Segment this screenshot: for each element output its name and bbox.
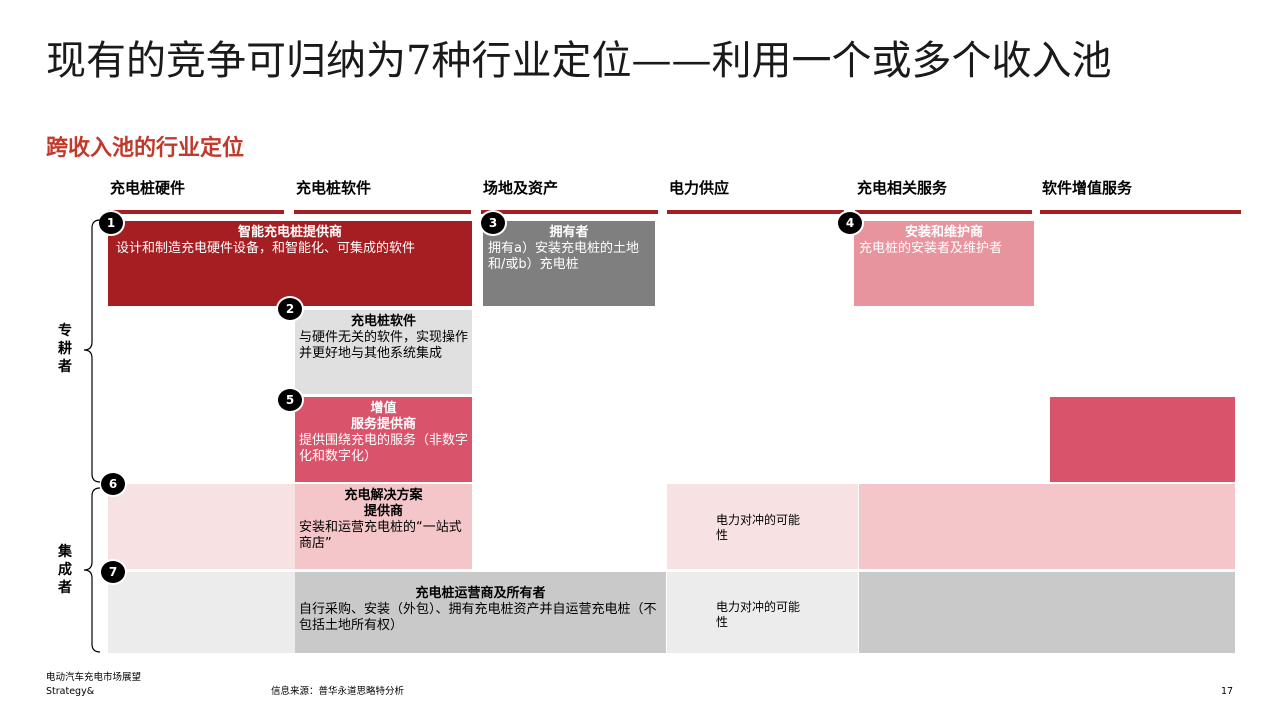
role-number-badge-4: 4 — [838, 212, 862, 234]
role-number-badge-7: 7 — [101, 561, 125, 583]
role-title-6: 充电解决方案 提供商 — [344, 488, 423, 519]
role-desc-3: 拥有a）安装充电桩的土地和/或b）充电桩 — [488, 241, 639, 272]
column-header-software: 充电桩软件 — [296, 179, 372, 197]
page-title: 现有的竞争可归纳为7种行业定位——利用一个或多个收入池 — [46, 38, 1112, 84]
role-desc-5: 提供围绕充电的服务（非数字化和数字化） — [299, 433, 469, 464]
integrator-band-6 — [667, 484, 858, 569]
role-box-7: 充电桩运营商及所有者 自行采购、安装（外包）、拥有充电桩资产并自运营充电桩（不包… — [295, 572, 666, 653]
column-divider — [481, 210, 658, 214]
integrator-band-7 — [667, 572, 858, 653]
column-header-charging-services: 充电相关服务 — [857, 179, 948, 197]
role-title-2: 充电桩软件 — [350, 314, 416, 329]
role-title-5: 增值 服务提供商 — [350, 401, 416, 432]
role-box-1: 智能充电桩提供商 设计和制造充电硬件设备，和智能化、可集成的软件 — [108, 221, 472, 306]
group-label-specialist: 专 耕 者 — [58, 323, 72, 375]
column-divider — [667, 210, 844, 214]
power-hedge-label: 电力对冲的可能性 — [716, 513, 801, 542]
column-header-power-supply: 电力供应 — [669, 179, 730, 197]
footer-report-name: 电动汽车充电市场展望 — [46, 672, 142, 683]
footer-brand: Strategy& — [46, 686, 95, 697]
column-divider — [1040, 210, 1241, 214]
page-number: 17 — [1221, 686, 1234, 697]
role-desc-2: 与硬件无关的软件，实现操作并更好地与其他系统集成 — [299, 330, 469, 361]
column-header-hardware: 充电桩硬件 — [110, 179, 186, 197]
role-box-6: 充电解决方案 提供商 安装和运营充电桩的“一站式商店” — [295, 484, 472, 569]
role-title-3: 拥有者 — [549, 225, 589, 240]
role-desc-6: 安装和运营充电桩的“一站式商店” — [299, 520, 462, 551]
role-box-4: 安装和维护商 充电桩的安装者及维护者 — [854, 221, 1034, 306]
integrator-band-6 — [108, 484, 295, 569]
column-header-software-value-added: 软件增值服务 — [1042, 179, 1133, 197]
section-subtitle: 跨收入池的行业定位 — [46, 136, 245, 161]
role-number-badge-5: 5 — [278, 389, 302, 411]
software-value-added-cell — [1050, 397, 1235, 482]
column-divider — [294, 210, 471, 214]
role-box-5: 增值 服务提供商 提供围绕充电的服务（非数字化和数字化） — [295, 397, 472, 482]
role-desc-7: 自行采购、安装（外包）、拥有充电桩资产并自运营充电桩（不包括土地所有权） — [299, 602, 657, 633]
column-divider — [108, 210, 284, 214]
power-hedge-label: 电力对冲的可能性 — [716, 600, 801, 629]
role-title-7: 充电桩运营商及所有者 — [415, 586, 546, 601]
group-label-integrator: 集 成 者 — [58, 544, 72, 596]
column-divider — [855, 210, 1032, 214]
column-header-site-assets: 场地及资产 — [483, 179, 559, 197]
role-number-badge-6: 6 — [101, 473, 125, 495]
specialist-bracket — [83, 219, 101, 483]
role-box-3: 拥有者 拥有a）安装充电桩的土地和/或b）充电桩 — [483, 221, 655, 306]
integrator-band-6 — [859, 484, 1235, 569]
integrator-bracket — [83, 487, 101, 653]
role-desc-1: 设计和制造充电硬件设备，和智能化、可集成的软件 — [116, 241, 416, 256]
integrator-band-7 — [859, 572, 1235, 653]
group-brackets — [83, 219, 101, 653]
role-number-badge-2: 2 — [278, 298, 302, 320]
role-desc-4: 充电桩的安装者及维护者 — [859, 241, 1003, 256]
role-title-1: 智能充电桩提供商 — [237, 225, 342, 240]
role-box-2: 充电桩软件 与硬件无关的软件，实现操作并更好地与其他系统集成 — [295, 310, 472, 394]
footer-source: 信息来源：普华永道思略特分析 — [271, 686, 405, 697]
role-number-badge-3: 3 — [481, 212, 505, 234]
integrator-band-7 — [108, 572, 295, 653]
role-title-4: 安装和维护商 — [904, 225, 983, 240]
role-number-badge-1: 1 — [99, 212, 123, 234]
